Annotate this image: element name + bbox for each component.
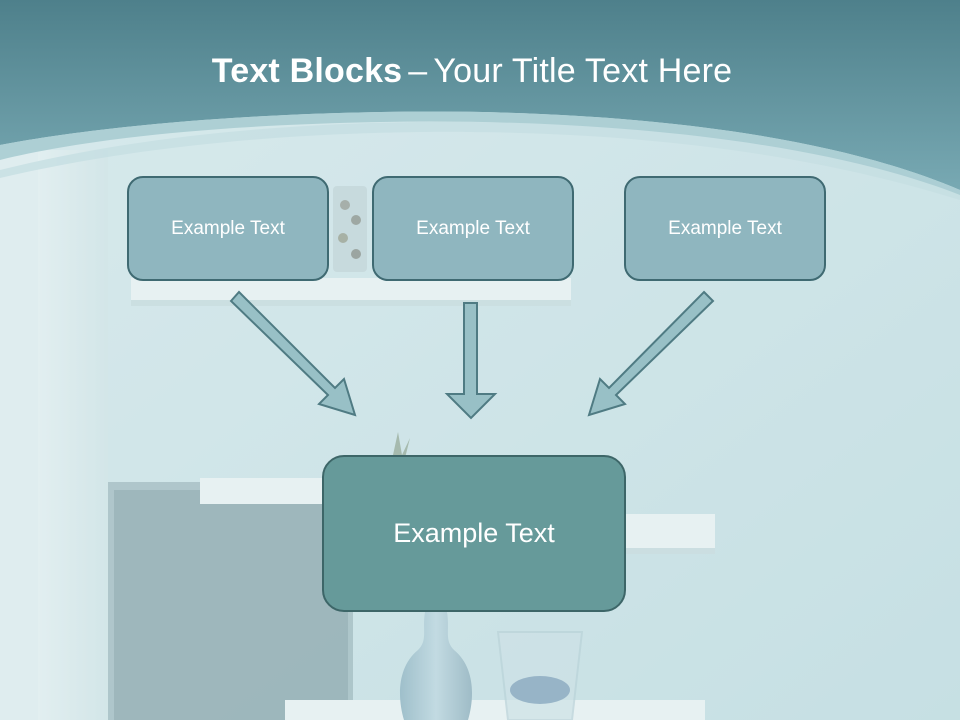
title-dash: –: [408, 52, 428, 90]
text-block-2[interactable]: Example Text: [372, 176, 574, 281]
text-block-1[interactable]: Example Text: [127, 176, 329, 281]
main-text-block-label: Example Text: [393, 518, 555, 548]
text-block-1-label: Example Text: [171, 217, 285, 239]
main-text-block[interactable]: Example Text: [322, 455, 626, 612]
text-block-3[interactable]: Example Text: [624, 176, 826, 281]
slide-title: Text Blocks–Your Title Text Here: [0, 52, 944, 91]
title-rest-part: Your Title Text Here: [433, 52, 733, 90]
title-bold-part: Text Blocks: [211, 52, 403, 90]
header-band: [0, 0, 960, 200]
text-block-2-label: Example Text: [416, 217, 530, 239]
text-block-3-label: Example Text: [668, 217, 782, 239]
